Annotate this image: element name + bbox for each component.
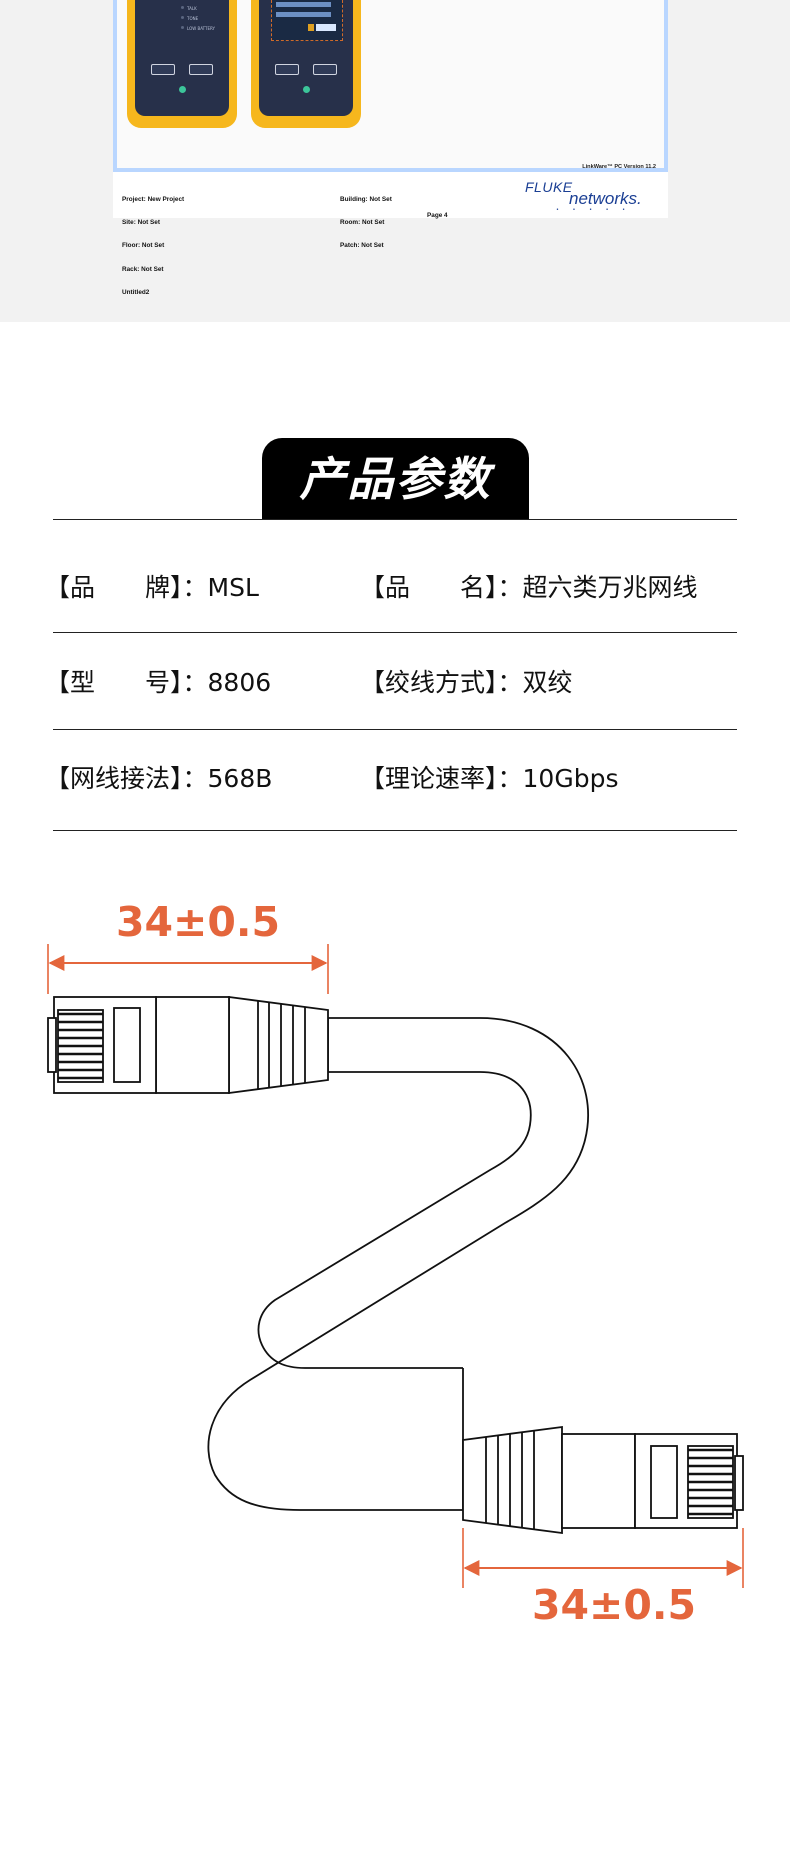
- screen-row: [276, 2, 331, 7]
- section-title-tab: [262, 438, 529, 520]
- divider: [53, 830, 737, 831]
- param-value: 超六类万兆网线: [522, 573, 698, 602]
- battery-led-label: LOW BATTERY: [187, 26, 215, 31]
- dimension-bottom: [462, 1528, 744, 1588]
- rack-line: Rack: Not Set: [122, 265, 164, 273]
- report-image-frame: TALK TONE LOW BATTERY: [113, 0, 668, 172]
- report-meta-right: Building: Not Set Room: Not Set Patch: N…: [340, 180, 392, 258]
- led-indicator: [181, 26, 184, 29]
- rj45-pins-right: [688, 1448, 733, 1516]
- param-label: 【品 名】：: [360, 573, 523, 602]
- logo-sub: networks.: [569, 189, 642, 208]
- tester-home-button: [275, 64, 299, 75]
- param-label: 【品 牌】：: [45, 573, 208, 602]
- section-title: 产品参数: [299, 452, 492, 506]
- page-number: Page 4: [427, 212, 448, 219]
- param-label: 【绞线方式】：: [360, 668, 523, 697]
- talk-led-label: TALK: [187, 6, 197, 11]
- rj45-plug-right: [462, 1425, 744, 1535]
- dimension-label-bottom: 34±0.5: [532, 1581, 697, 1629]
- fluke-networks-logo: FLUKE networks. • • • • •: [523, 176, 668, 218]
- logo-brand: FLUKE: [525, 179, 573, 195]
- tester-test-button: [189, 64, 213, 75]
- logo-dots: • • • • •: [556, 207, 632, 213]
- param-twist-type: 【绞线方式】：双绞: [360, 668, 573, 698]
- tester-remote-face: TALK TONE LOW BATTERY: [135, 0, 229, 116]
- room-line: Room: Not Set: [340, 218, 385, 226]
- tester-remote-unit: TALK TONE LOW BATTERY: [127, 0, 237, 128]
- param-model: 【型 号】：8806: [45, 668, 271, 698]
- screen-warning-icon: [308, 24, 314, 31]
- divider: [53, 729, 737, 730]
- tester-status-dot: [303, 86, 310, 93]
- building-line: Building: Not Set: [340, 195, 392, 203]
- param-value: 568B: [207, 764, 273, 793]
- screen-row: [276, 12, 331, 17]
- param-product-name: 【品 名】：超六类万兆网线: [360, 573, 698, 603]
- tone-led-label: TONE: [187, 16, 199, 21]
- param-value: 8806: [207, 668, 272, 697]
- linkware-version: LinkWare™ PC Version 11.2: [582, 164, 656, 170]
- param-label: 【理论速率】：: [360, 764, 523, 793]
- floor-line: Floor: Not Set: [122, 242, 165, 250]
- param-value: 双绞: [522, 668, 573, 697]
- report-meta-left: Project: New Project Site: Not Set Floor…: [122, 180, 184, 305]
- param-label: 【网线接法】：: [45, 764, 208, 793]
- dimension-top: [47, 944, 329, 994]
- document-name: Untitled2: [122, 289, 150, 297]
- project-line: Project: New Project: [122, 195, 185, 203]
- tester-talk-button: [151, 64, 175, 75]
- param-wiring-standard: 【网线接法】：568B: [45, 764, 272, 794]
- param-speed: 【理论速率】：10Gbps: [360, 764, 618, 794]
- tester-status-dot: [179, 86, 186, 93]
- tester-main-face: [259, 0, 353, 116]
- tester-test-button: [313, 64, 337, 75]
- param-label: 【型 号】：: [45, 668, 208, 697]
- divider: [53, 632, 737, 633]
- patch-line: Patch: Not Set: [340, 242, 384, 250]
- screen-check-icon: [316, 24, 336, 31]
- site-line: Site: Not Set: [122, 218, 160, 226]
- led-indicator: [181, 16, 184, 19]
- param-value: MSL: [207, 573, 259, 602]
- tester-screen: [271, 0, 343, 41]
- param-value: 10Gbps: [522, 764, 619, 793]
- rj45-pins-left: [58, 1012, 103, 1080]
- dimension-label-top: 34±0.5: [116, 898, 281, 946]
- tester-main-unit: [251, 0, 361, 128]
- led-indicator: [181, 6, 184, 9]
- param-brand: 【品 牌】：MSL: [45, 573, 259, 603]
- divider: [53, 519, 737, 520]
